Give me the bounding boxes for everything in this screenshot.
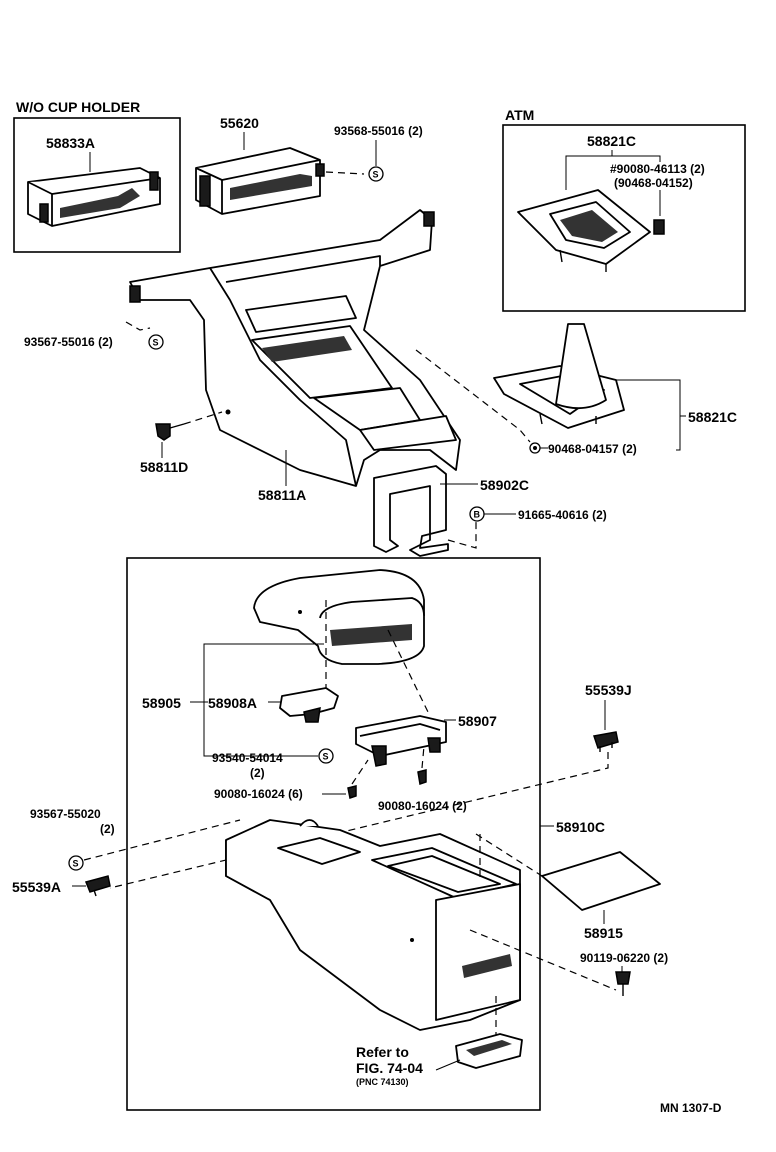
part-label-58915: 58915: [584, 925, 623, 941]
part-label-91665-40616: 91665-40616 (2): [518, 508, 607, 522]
wo-cup-holder-box: [13, 117, 181, 253]
part-58811A-console-body: [129, 209, 461, 487]
part-58902C-bracket: [373, 465, 449, 557]
part-label-90080-46113: #90080-46113 (2): [610, 162, 705, 176]
part-label-55620: 55620: [220, 115, 259, 131]
svg-text:S: S: [373, 170, 379, 180]
screw-icon: [347, 785, 357, 799]
part-label-90468-04152: (90468-04152): [614, 176, 693, 190]
screw-s-icon: S: [368, 166, 384, 182]
part-74130-ashtray: [455, 1033, 523, 1069]
part-label-58811A: 58811A: [258, 487, 306, 503]
part-55539A-clip: [84, 875, 111, 897]
part-label-93568-55016: 93568-55016 (2): [334, 124, 423, 138]
bolt-icon: [615, 971, 631, 996]
clip-58811D-icon: [155, 423, 185, 441]
section-label-atm: ATM: [505, 107, 534, 123]
section-label-wo-cup-holder: W/O CUP HOLDER: [16, 99, 140, 115]
screw-icon: [417, 769, 427, 785]
part-58821C-atm-bezel: [517, 189, 665, 272]
part-58821C-shift-boot: [493, 323, 625, 429]
part-label-58833A: 58833A: [46, 135, 95, 151]
part-58905-armrest-lid: [253, 569, 425, 665]
part-label-90468-04157: 90468-04157 (2): [548, 442, 637, 456]
part-label-58902C: 58902C: [480, 477, 529, 493]
part-58833A-cup-holder-cover: [27, 167, 161, 227]
armrest-assembly-box: [126, 557, 541, 1111]
part-label-58907: 58907: [458, 713, 497, 729]
part-58908A-latch: [279, 687, 339, 723]
refer-line3: (PNC 74130): [356, 1077, 409, 1087]
bolt-b-icon: B: [469, 506, 485, 522]
part-label-90080-16024-2: 90080-16024 (2): [378, 799, 467, 813]
part-55620-box: [195, 147, 325, 215]
part-label-55539A: 55539A: [12, 879, 61, 895]
diagram-code: MN 1307-D: [660, 1101, 722, 1115]
part-label-93540-54014: 93540-54014: [212, 751, 283, 765]
screw-s-icon: S: [68, 855, 84, 871]
refer-line2: FIG. 74-04: [356, 1060, 423, 1076]
part-label-90119-06220: 90119-06220 (2): [580, 951, 668, 965]
part-label-58821C-top: 58821C: [587, 133, 636, 149]
part-58910C-console-box: [225, 819, 521, 1031]
svg-text:S: S: [323, 752, 329, 762]
part-label-90080-16024-6: 90080-16024 (6): [214, 787, 303, 801]
svg-text:S: S: [153, 338, 159, 348]
part-58907-hinge: [355, 715, 447, 767]
part-label-58910C: 58910C: [556, 819, 605, 835]
atm-box: [502, 124, 746, 312]
screw-s-icon: S: [148, 334, 164, 350]
part-label-58905: 58905: [142, 695, 181, 711]
part-label-58821C-right: 58821C: [688, 409, 737, 425]
part-label-93540-qty: (2): [250, 766, 265, 780]
part-58915-mat: [541, 851, 661, 911]
svg-text:S: S: [73, 859, 79, 869]
part-label-93567-55016: 93567-55016 (2): [24, 335, 113, 349]
part-label-55539J: 55539J: [585, 682, 632, 698]
screw-s-icon: S: [318, 748, 334, 764]
part-55539J-clip: [593, 731, 619, 752]
refer-line1: Refer to: [356, 1044, 409, 1060]
svg-text:B: B: [474, 510, 481, 520]
part-label-58811D: 58811D: [140, 459, 188, 475]
part-label-93567-55020-qty: (2): [100, 822, 115, 836]
nut-icon: [529, 442, 541, 454]
part-label-58908A: 58908A: [208, 695, 257, 711]
part-label-93567-55020: 93567-55020: [30, 807, 101, 821]
